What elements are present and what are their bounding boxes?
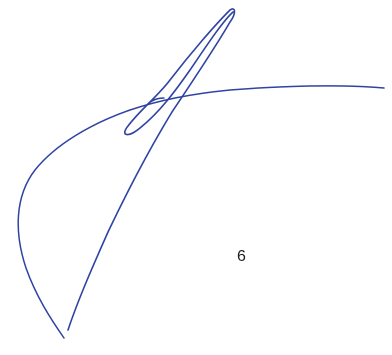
signature-stroke-arc — [17, 85, 385, 339]
signature-stroke-cross — [147, 97, 165, 105]
page-number: 6 — [237, 248, 246, 265]
signature-stroke-main — [67, 8, 236, 331]
